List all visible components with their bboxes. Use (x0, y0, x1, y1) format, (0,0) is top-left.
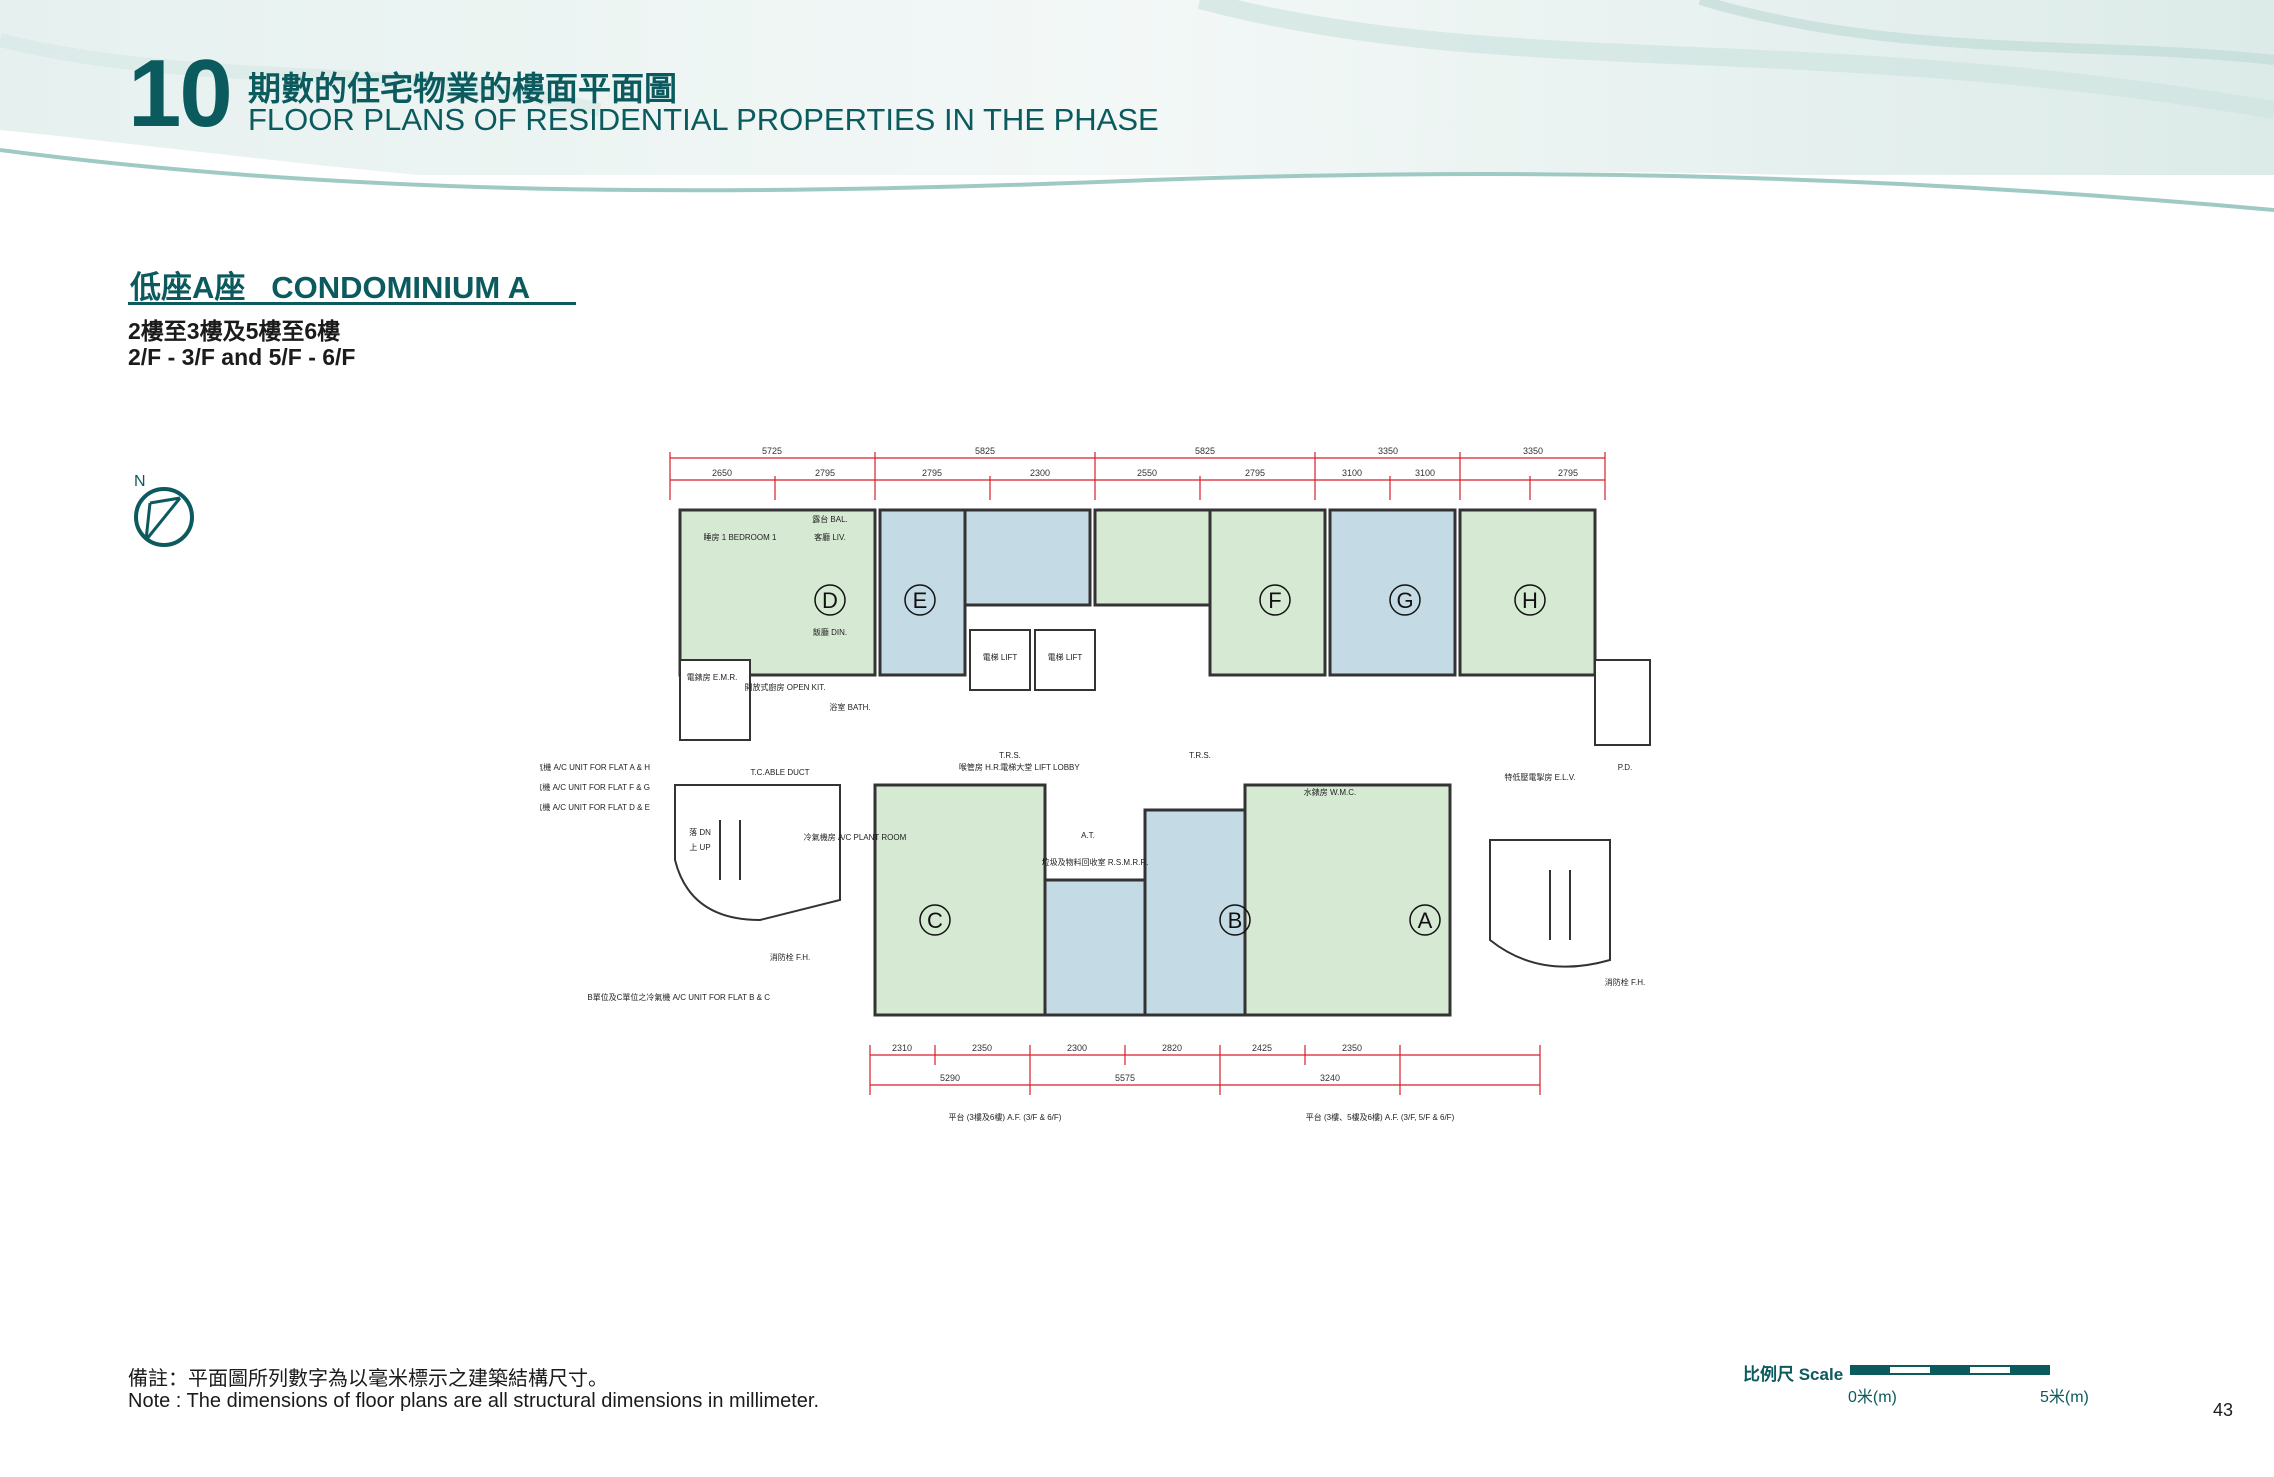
north-arrow-icon: N (134, 473, 194, 547)
room-bedroom-d: 睡房 1 BEDROOM 1 (704, 532, 777, 542)
header-banner (0, 0, 2274, 230)
note-zh: 備註：平面圖所列數字為以毫米標示之建築結構尺寸。 (128, 1368, 608, 1390)
floor-plan: 5725 5825 5825 3350 3350 2650 2795 2795 … (540, 446, 1651, 1122)
top-dim-d: 2300 (1030, 468, 1050, 478)
flat-H: H (1522, 588, 1538, 613)
bottom-note-2: 平台 (3樓、5樓及6樓) A.F. (3/F, 5/F & 6/F) (1306, 1112, 1455, 1122)
core-trs-right: T.R.S. (1189, 751, 1211, 760)
core-area (679, 629, 1651, 746)
bottom-dim-a: 5290 (940, 1073, 960, 1083)
core-hr: 喉管房 H.R. (959, 762, 1001, 772)
core-refuse: 垃圾及物料回收室 R.S.M.R.R. (1042, 857, 1149, 867)
core-trs-left: T.R.S. (999, 751, 1021, 760)
room-balcony-d: 露台 BAL. (812, 514, 848, 524)
room-dining-d: 飯廳 DIN. (813, 627, 847, 637)
bottom-dim-1: 2310 (892, 1043, 912, 1053)
bottom-dim-c: 3240 (1320, 1073, 1340, 1083)
flat-C: C (927, 908, 943, 933)
room-living-d: 客廳 LIV. (814, 532, 846, 542)
bottom-dim-4: 2820 (1162, 1043, 1182, 1053)
flat-G: G (1396, 588, 1413, 613)
top-dim-g: 3100 (1342, 468, 1362, 478)
top-dim-f: 2795 (1245, 468, 1265, 478)
section-number: 10 (128, 40, 233, 147)
scale-end: 5米(m) (2040, 1389, 2089, 1406)
core-lift-lobby: 電梯大堂 LIFT LOBBY (1000, 762, 1080, 772)
flat-B: B (1228, 908, 1243, 933)
ac-note-2: F單位及G單位之冷氣機 A/C UNIT FOR FLAT F & G (540, 782, 650, 792)
ac-note-3: D單位及E單位之冷氣機 A/C UNIT FOR FLAT D & E (540, 802, 650, 812)
top-dim-1: 5725 (762, 446, 782, 456)
top-dim-e: 2550 (1137, 468, 1157, 478)
stair-up: 上 UP (689, 843, 710, 852)
ac-note-1: A單位及H單位之冷氣機 A/C UNIT FOR FLAT A & H (540, 762, 650, 772)
core-tcabe-duct: T.C.ABLE DUCT (750, 768, 809, 777)
stair-dn: 落 DN (689, 827, 711, 837)
scale-bar (1850, 1365, 2050, 1375)
section-title-en: FLOOR PLANS OF RESIDENTIAL PROPERTIES IN… (248, 102, 1159, 137)
floors-en: 2/F - 3/F and 5/F - 6/F (128, 344, 356, 370)
lower-flats (873, 783, 1452, 1017)
top-dim-i: 2795 (1558, 468, 1578, 478)
section-title-zh: 期數的住宅物業的樓面平面圖 (248, 70, 677, 107)
flat-F: F (1268, 588, 1281, 613)
flat-A: A (1418, 908, 1433, 933)
note-en: Note : The dimensions of floor plans are… (128, 1390, 820, 1412)
condominium-title: 低座A座 CONDOMINIUM A (130, 270, 531, 305)
bottom-dim-5: 2425 (1252, 1043, 1272, 1053)
title-underline (128, 302, 576, 305)
top-dim-2: 5825 (975, 446, 995, 456)
top-dim-c: 2795 (922, 468, 942, 478)
page-number: 43 (2213, 1400, 2234, 1420)
top-dimensions (669, 452, 1606, 500)
core-emr: 電錶房 E.M.R. (687, 672, 738, 682)
fh-right: 消防栓 F.H. (1605, 977, 1645, 987)
bottom-dim-b: 5575 (1115, 1073, 1135, 1083)
core-pd: P.D. (1618, 763, 1633, 772)
scale-label: 比例尺 Scale (1743, 1365, 1844, 1384)
bottom-dim-6: 2350 (1342, 1043, 1362, 1053)
room-openkit-d: 開放式廚房 OPEN KIT. (745, 682, 826, 692)
bottom-dim-2: 2350 (972, 1043, 992, 1053)
top-dim-h: 3100 (1415, 468, 1435, 478)
bottom-dim-3: 2300 (1067, 1043, 1087, 1053)
core-at: A.T. (1081, 831, 1095, 840)
core-ac-plant: 冷氣機房 A/C PLANT ROOM (804, 832, 907, 842)
core-wmc: 水錶房 W.M.C. (1304, 787, 1356, 797)
room-bath-d: 浴室 BATH. (829, 702, 870, 712)
core-lift-left: 電梯 LIFT (983, 652, 1018, 662)
right-staircase (1489, 839, 1611, 968)
bottom-dimensions (869, 1045, 1541, 1095)
top-dim-a: 2650 (712, 468, 732, 478)
fh-left: 消防栓 F.H. (770, 952, 810, 962)
scale-start: 0米(m) (1848, 1389, 1897, 1406)
north-label: N (134, 473, 146, 490)
top-dim-b: 2795 (815, 468, 835, 478)
bottom-note-1: 平台 (3樓及6樓) A.F. (3/F & 6/F) (949, 1112, 1062, 1122)
top-dim-4: 3350 (1378, 446, 1398, 456)
flat-D: D (822, 588, 838, 613)
core-elv: 特低壓電掣房 E.L.V. (1504, 772, 1575, 782)
top-dim-3: 5825 (1195, 446, 1215, 456)
ac-note-4: B單位及C單位之冷氣機 A/C UNIT FOR FLAT B & C (587, 992, 770, 1002)
left-staircase (674, 784, 841, 922)
floors-zh: 2樓至3樓及5樓至6樓 (128, 318, 341, 344)
flat-E: E (913, 588, 928, 613)
top-dim-5: 3350 (1523, 446, 1543, 456)
core-lift-right: 電梯 LIFT (1048, 652, 1083, 662)
